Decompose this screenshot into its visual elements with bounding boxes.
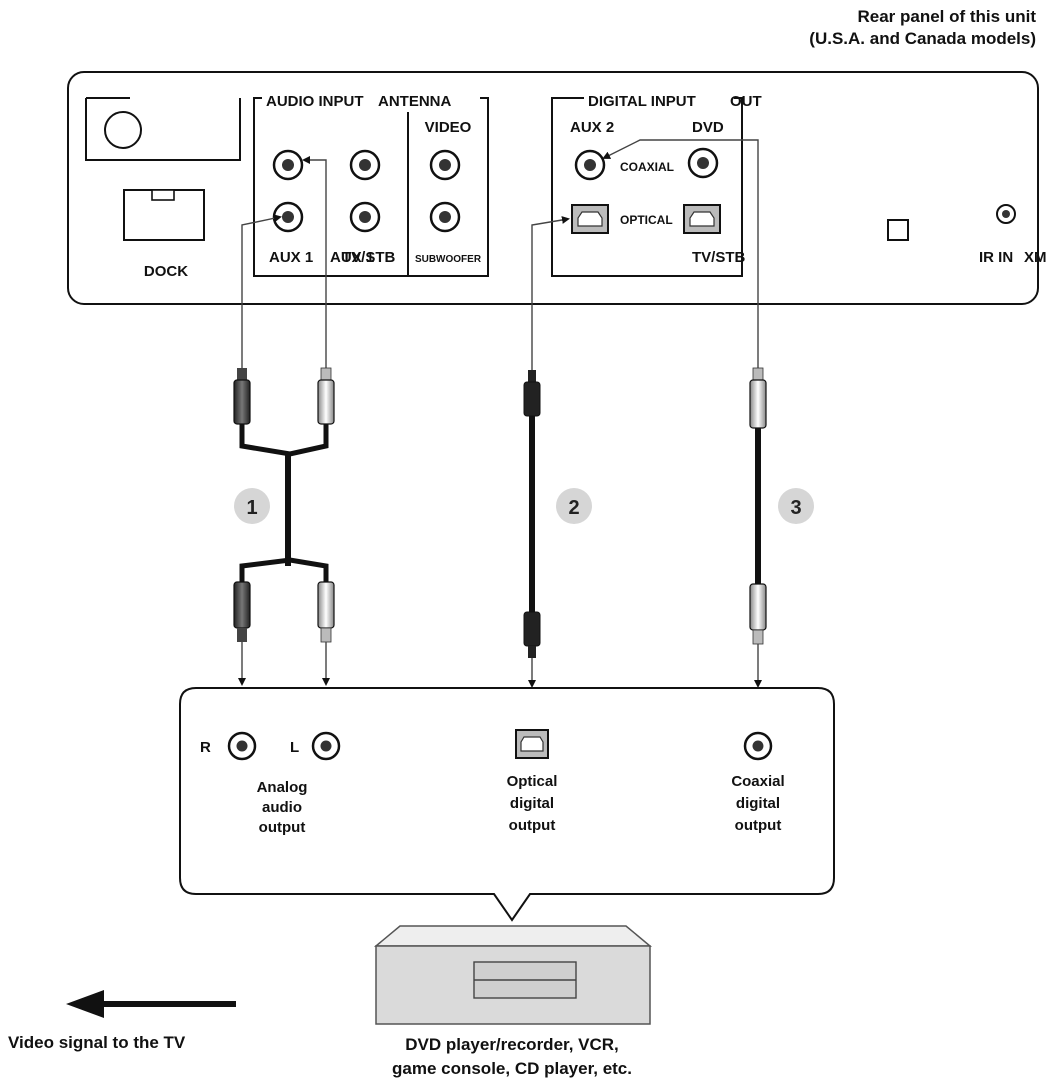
coaxial-label: COAXIAL bbox=[620, 160, 674, 174]
usb-port-icon bbox=[887, 219, 909, 241]
xm-label: XM bbox=[1024, 249, 1047, 266]
r-label: R bbox=[200, 739, 211, 756]
aux2-coaxial-jack bbox=[574, 149, 606, 181]
source-coaxial-jack bbox=[743, 731, 773, 761]
round-port-icon bbox=[104, 111, 142, 149]
aux2-optical-port bbox=[571, 204, 609, 234]
cable-1-number-badge: 1 bbox=[234, 488, 270, 524]
subwoofer-label: SUBWOOFER bbox=[415, 254, 482, 265]
digital-input-group bbox=[551, 97, 743, 277]
optical-line-2: digital bbox=[510, 795, 554, 812]
source-device-callout bbox=[179, 687, 835, 922]
analog-r-jack bbox=[227, 731, 257, 761]
coaxial-line-2: digital bbox=[736, 795, 780, 812]
svg-text:2: 2 bbox=[568, 497, 579, 519]
aux1-top-jack bbox=[272, 149, 304, 181]
l-label: L bbox=[290, 739, 299, 756]
aux1-label: AUX 1 bbox=[269, 249, 313, 266]
header-line-1: Rear panel of this unit bbox=[857, 7, 1036, 26]
cable-1-analog bbox=[233, 156, 335, 686]
video-signal-arrow-icon bbox=[66, 990, 236, 1018]
audio-input-group bbox=[253, 97, 489, 277]
analog-line-3: output bbox=[259, 819, 306, 836]
source-optical-port bbox=[515, 729, 549, 759]
svg-text:3: 3 bbox=[790, 497, 801, 519]
cable-3-coaxial bbox=[602, 139, 767, 688]
out-label: OUT bbox=[730, 93, 762, 110]
antenna-label: ANTENNA bbox=[378, 93, 451, 110]
analog-line-1: Analog bbox=[257, 779, 308, 796]
ir-in-jack bbox=[996, 204, 1016, 224]
digital-input-label: DIGITAL INPUT bbox=[588, 93, 696, 110]
header-line-2: (U.S.A. and Canada models) bbox=[809, 29, 1036, 48]
dvd-player-illustration bbox=[373, 925, 653, 1025]
device-caption-line-2: game console, CD player, etc. bbox=[392, 1059, 632, 1078]
analog-line-2: audio bbox=[262, 799, 302, 816]
cable-3-number-badge: 3 bbox=[778, 488, 814, 524]
dvd-label: DVD bbox=[692, 119, 724, 136]
tvstb-left-label: TV/STB bbox=[342, 249, 396, 266]
top-left-module-outline bbox=[85, 98, 241, 161]
aux2-label: AUX 2 bbox=[570, 119, 614, 136]
video-label: VIDEO bbox=[425, 119, 472, 136]
audio-input-label: AUDIO INPUT bbox=[266, 93, 364, 110]
tvstb-bottom-jack bbox=[349, 201, 381, 233]
analog-l-jack bbox=[311, 731, 341, 761]
video-signal-label: Video signal to the TV bbox=[8, 1033, 186, 1052]
dvd-coaxial-jack bbox=[687, 147, 719, 179]
cable-2-optical bbox=[523, 216, 570, 688]
device-caption-line-1: DVD player/recorder, VCR, bbox=[405, 1035, 619, 1054]
cable-2-number-badge: 2 bbox=[556, 488, 592, 524]
tvstb-optical-port bbox=[683, 204, 721, 234]
coaxial-line-1: Coaxial bbox=[731, 773, 784, 790]
aux1-label-overlap: AUX 1 bbox=[330, 249, 374, 266]
ir-in-label: IR IN bbox=[979, 249, 1013, 266]
optical-line-3: output bbox=[509, 817, 556, 834]
optical-label: OPTICAL bbox=[620, 213, 673, 227]
subwoofer-jack bbox=[429, 201, 461, 233]
dock-label: DOCK bbox=[144, 263, 188, 280]
video-jack bbox=[429, 149, 461, 181]
svg-text:1: 1 bbox=[246, 497, 257, 519]
tvstb-right-label: TV/STB bbox=[692, 249, 746, 266]
coaxial-line-3: output bbox=[735, 817, 782, 834]
tvstb-top-jack bbox=[349, 149, 381, 181]
optical-line-1: Optical bbox=[507, 773, 558, 790]
